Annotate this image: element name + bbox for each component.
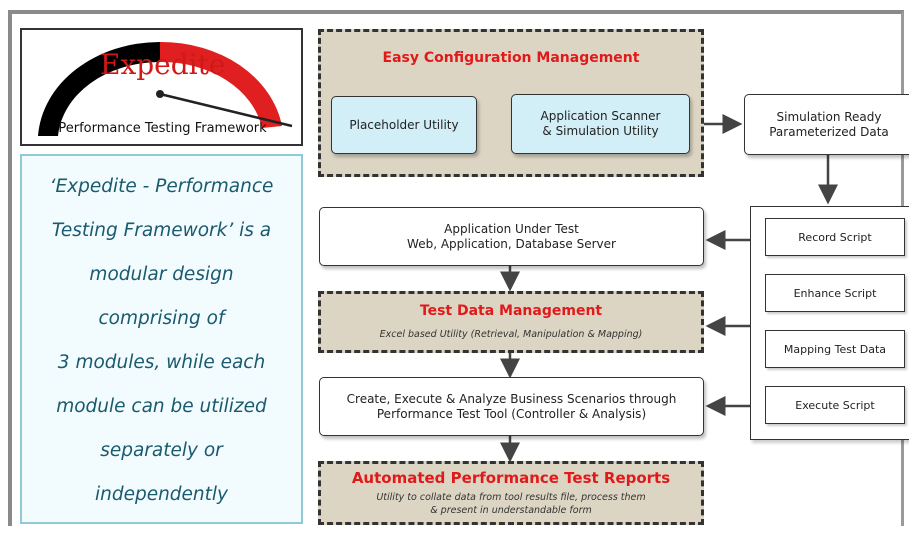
script-step-label: Mapping Test Data — [783, 342, 887, 356]
reports-line2: & present in understandable form — [430, 505, 592, 516]
test-data-management-title: Test Data Management — [419, 303, 603, 319]
reports-module: Automated Performance Test Reports Utili… — [318, 461, 704, 525]
description-line: module can be utilized — [56, 396, 267, 417]
description-line: 3 modules, while each — [57, 352, 266, 373]
script-step: Enhance Script — [765, 274, 905, 312]
scanner-utility-line1: Application Scanner — [540, 109, 661, 123]
logo-subtitle: Performance Testing Framework — [58, 121, 267, 136]
aut-line1: Application Under Test — [444, 221, 579, 236]
reports-line1: Utility to collate data from tool result… — [376, 492, 646, 503]
placeholder-utility-box: Placeholder Utility — [331, 96, 477, 154]
aut-line2: Web, Application, Database Server — [407, 236, 616, 251]
description-line: ‘Expedite - Performance — [49, 176, 274, 197]
logo-name: Expedite — [100, 48, 226, 81]
test-data-management-subtitle: Excel based Utility (Retrieval, Manipula… — [379, 329, 643, 340]
script-step-label: Record Script — [798, 230, 872, 244]
script-step-label: Enhance Script — [793, 286, 877, 300]
simulation-data-box: Simulation Ready Parameterized Data — [744, 94, 909, 155]
simulation-data-line1: Simulation Ready — [776, 109, 882, 124]
description-line: independently — [94, 484, 229, 505]
application-under-test-box: Application Under Test Web, Application,… — [319, 207, 704, 266]
speedometer-logo-icon — [38, 41, 293, 136]
scanner-utility-line2: & Simulation Utility — [542, 124, 659, 138]
script-step: Execute Script — [765, 386, 905, 424]
description-line: Testing Framework’ is a — [51, 220, 272, 241]
description-line: modular design — [89, 264, 234, 285]
description-panel: ‘Expedite - Performance Testing Framewor… — [20, 154, 303, 524]
script-step: Record Script — [765, 218, 905, 256]
execute-analyze-line2: Performance Test Tool (Controller & Anal… — [376, 406, 647, 421]
script-step: Mapping Test Data — [765, 330, 905, 368]
description-line: separately or — [100, 440, 223, 461]
execute-analyze-line1: Create, Execute & Analyze Business Scena… — [346, 391, 677, 406]
simulation-data-line2: Parameterized Data — [769, 124, 889, 139]
scanner-utility-box: Application Scanner & Simulation Utility — [511, 94, 690, 154]
test-data-management-module: Test Data Management Excel based Utility… — [318, 291, 704, 353]
description-line: comprising of — [98, 308, 225, 329]
config-management-title: Easy Configuration Management — [382, 50, 640, 66]
reports-title: Automated Performance Test Reports — [351, 469, 671, 487]
placeholder-utility-label: Placeholder Utility — [349, 117, 459, 132]
execute-analyze-box: Create, Execute & Analyze Business Scena… — [319, 377, 704, 436]
script-step-label: Execute Script — [795, 398, 875, 412]
